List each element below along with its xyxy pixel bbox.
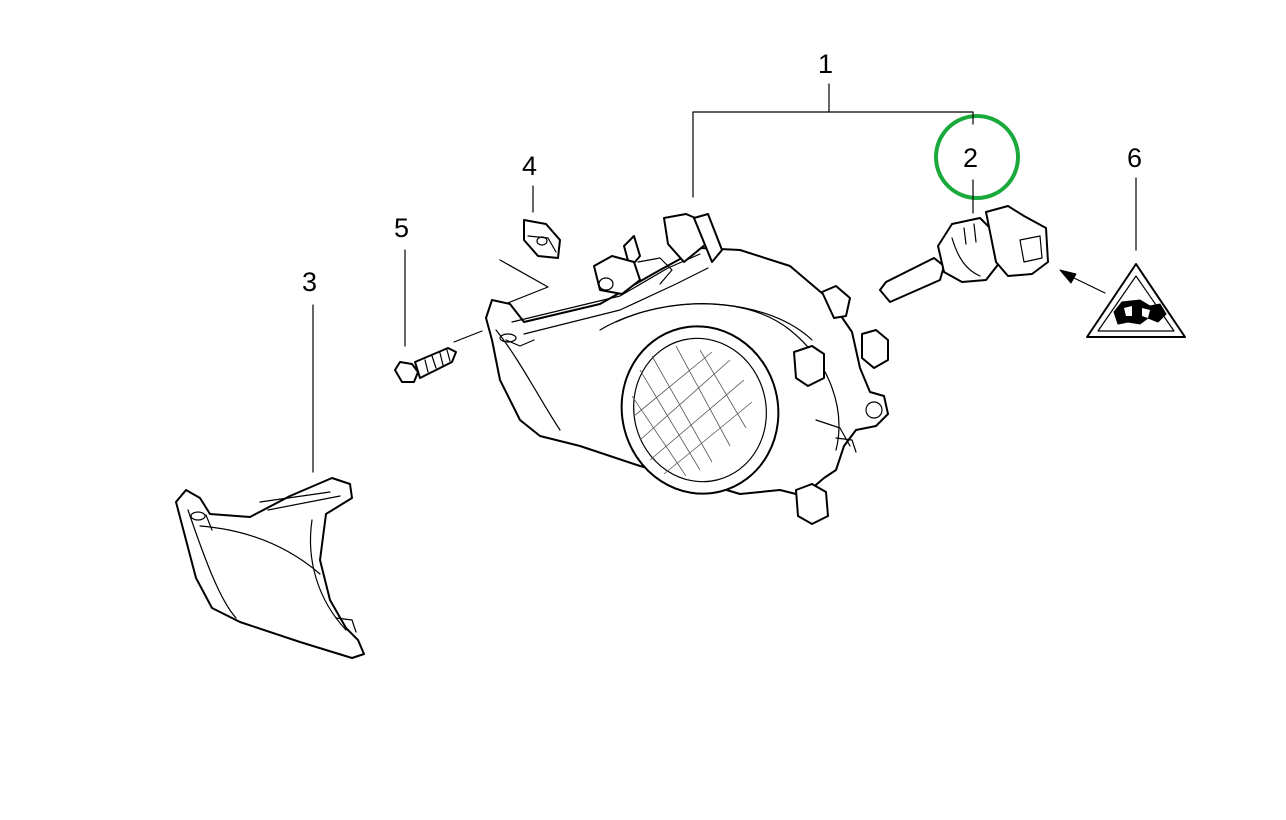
- clip-nut-icon: [523, 219, 561, 259]
- bulb-icon: [879, 205, 1049, 303]
- leader-lines: [312, 83, 1137, 473]
- highlight-circle: [934, 114, 1020, 200]
- callout-4[interactable]: 4: [522, 151, 537, 181]
- warning-triangle-icon: [1086, 263, 1186, 338]
- callout-2[interactable]: 2: [963, 143, 978, 173]
- callout-3[interactable]: 3: [302, 267, 317, 297]
- screw-icon: [394, 347, 457, 383]
- callout-1[interactable]: 1: [818, 49, 833, 79]
- callout-5[interactable]: 5: [394, 213, 409, 243]
- callout-6[interactable]: 6: [1127, 143, 1142, 173]
- fog-light-assembly-icon: [485, 213, 889, 525]
- trim-cover-icon: [175, 477, 365, 659]
